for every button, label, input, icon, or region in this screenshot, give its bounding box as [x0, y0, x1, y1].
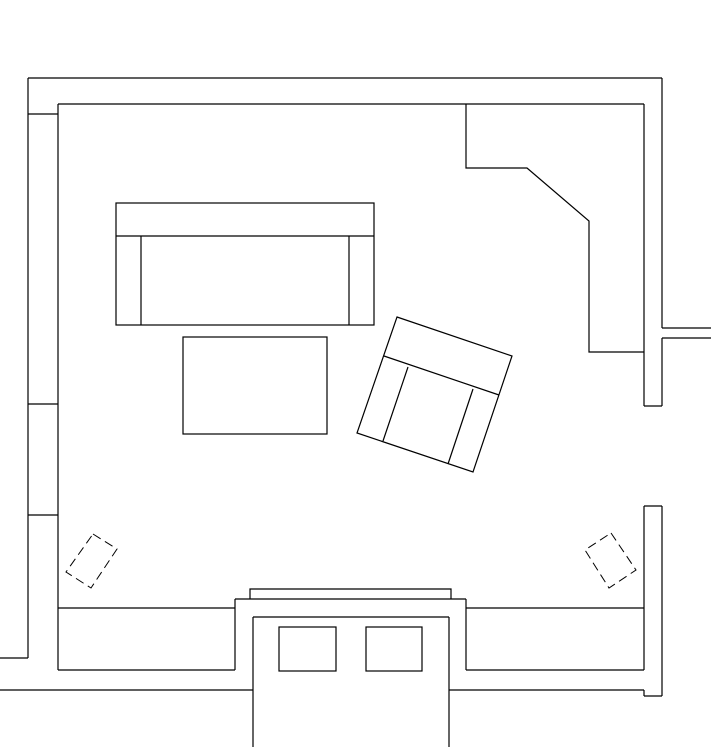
inner-wall [57, 103, 662, 670]
armchair [356, 316, 513, 473]
fireplace [235, 588, 466, 600]
floor-lamp-right [584, 532, 637, 589]
low-cabinet-bottom [58, 599, 644, 671]
sofa [115, 202, 375, 326]
entry-alcove [252, 616, 450, 747]
coffee-table [182, 336, 328, 435]
floor-lamp-left [65, 533, 118, 589]
window-wall-left [28, 113, 58, 516]
outer-wall [0, 77, 711, 697]
corner-built-in [465, 104, 644, 353]
